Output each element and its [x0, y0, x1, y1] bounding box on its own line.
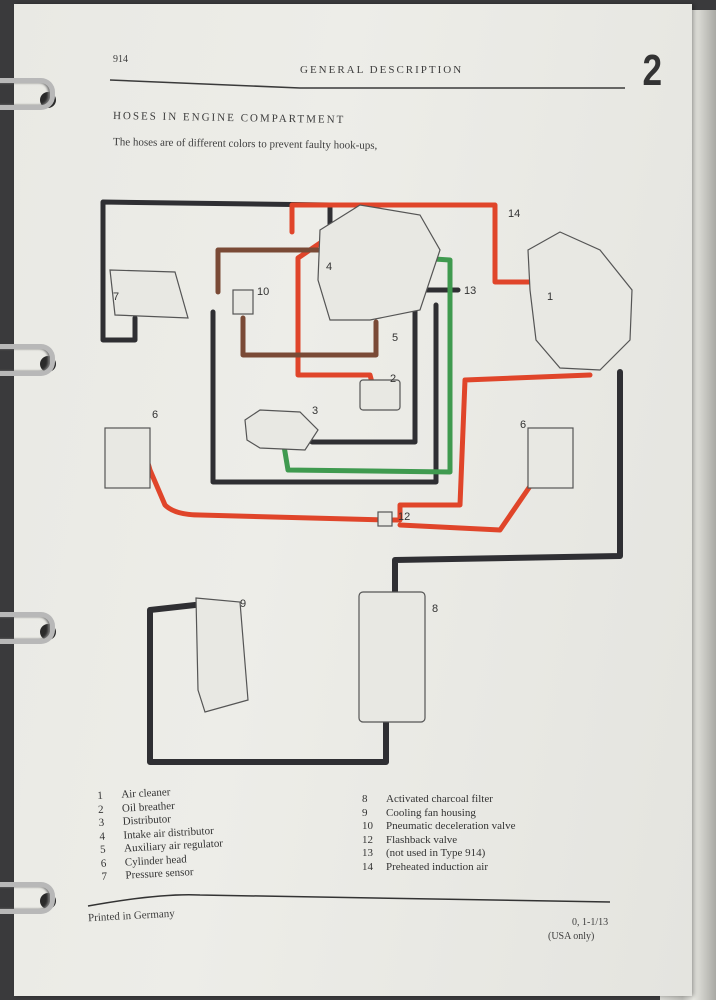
binder-ring: [0, 78, 55, 110]
hose-black-fan: [147, 602, 389, 765]
section-title: GENERAL DESCRIPTION: [300, 64, 464, 76]
legend-item: 12 Flashback valve: [362, 834, 516, 848]
deceleration-valve: [232, 289, 254, 315]
legend-number: 9: [362, 806, 368, 819]
air-cleaner: [527, 231, 633, 371]
usa-note: (USA only): [548, 931, 595, 942]
fan-housing: [195, 597, 249, 713]
label-9: 9: [240, 598, 246, 610]
legend-number: 1: [97, 789, 104, 802]
page-code: 0, 1-1/13: [572, 917, 609, 928]
intake-air-distributor: [317, 204, 441, 321]
distributor: [244, 409, 319, 451]
pressure-sensor: [109, 269, 189, 319]
hose-black: [210, 302, 439, 485]
legend-number: 13: [362, 847, 373, 859]
legend-item: 10 Pneumatic deceleration valve: [362, 820, 516, 834]
legend-item: 9 Cooling fan housing: [362, 807, 516, 821]
hose-black: [309, 289, 418, 445]
page-reference: 914: [113, 54, 128, 65]
legend-label: (not used in Type 914): [386, 847, 486, 859]
legend-number: 8: [362, 793, 368, 805]
legend-number: 10: [362, 820, 373, 832]
cylinder-head-left: [104, 427, 151, 489]
label-7: 7: [113, 291, 119, 303]
footer-rule: [87, 894, 611, 907]
legend-label: Activated charcoal filter: [386, 793, 493, 805]
label-12: 12: [398, 511, 410, 523]
legend-number: 6: [100, 857, 107, 870]
legend-number: 7: [101, 870, 108, 883]
label-13: 13: [464, 285, 476, 297]
label-6-left: 6: [152, 409, 158, 421]
hose-brown: [240, 315, 379, 358]
label-8: 8: [432, 603, 438, 615]
label-3: 3: [312, 405, 318, 417]
header-rule: [109, 79, 625, 89]
binder-ring: [0, 882, 55, 914]
label-1: 1: [547, 291, 553, 303]
hose-red-main: [110, 372, 593, 523]
hose-red-preheat: [289, 202, 543, 285]
label-10: 10: [257, 286, 269, 298]
hose-black: [100, 199, 333, 343]
label-6-right: 6: [520, 419, 526, 431]
charcoal-filter: [358, 591, 426, 723]
cylinder-head-right: [527, 427, 574, 489]
legend-item: 8 Activated charcoal filter: [362, 793, 516, 807]
legend-label: Pneumatic deceleration valve: [386, 820, 516, 832]
label-4: 4: [326, 261, 332, 273]
binder-ring: [0, 344, 55, 376]
legend-item: 14 Preheated induction air: [362, 861, 516, 875]
hose-brown: [215, 247, 325, 295]
legend-item: 13 (not used in Type 914): [362, 847, 516, 861]
hose-black-charcoal: [392, 369, 623, 595]
legend-number: 14: [362, 860, 373, 873]
flashback-valve: [377, 511, 393, 527]
legend-number: 12: [362, 833, 373, 846]
chapter-number: 2: [642, 46, 663, 95]
label-2: 2: [390, 373, 396, 385]
manual-page: [14, 4, 692, 996]
oil-breather: [359, 379, 401, 411]
legend-number: 4: [99, 830, 106, 843]
label-14: 14: [508, 208, 520, 220]
legend-label: Cooling fan housing: [386, 806, 476, 819]
label-5: 5: [392, 332, 398, 344]
binder-ring: [0, 612, 55, 644]
legend-right: 8 Activated charcoal filter 9 Cooling fan …: [362, 793, 516, 874]
legend-label: Flashback valve: [386, 833, 458, 846]
legend-label: Preheated induction air: [386, 860, 489, 873]
legend-number: 3: [98, 816, 105, 829]
legend-number: 2: [97, 803, 104, 816]
legend-number: 5: [99, 843, 106, 856]
